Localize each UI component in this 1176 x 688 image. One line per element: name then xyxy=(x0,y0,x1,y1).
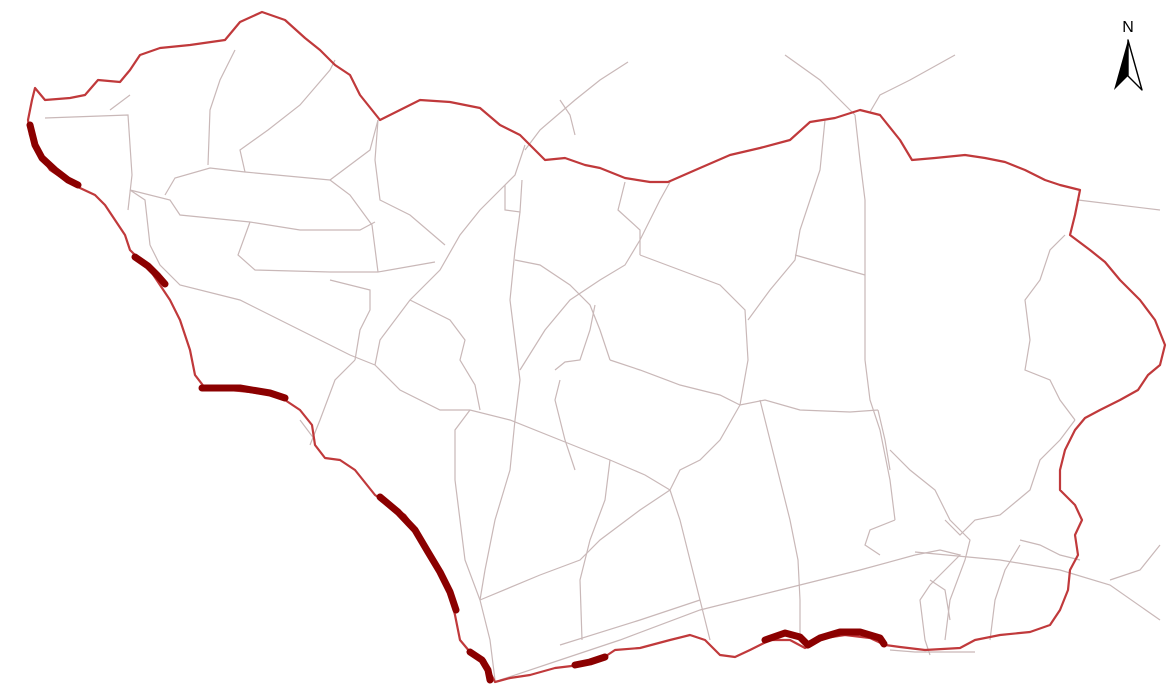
road xyxy=(499,554,916,681)
coast-segment xyxy=(761,628,888,649)
road-network xyxy=(44,49,1161,681)
road xyxy=(44,114,133,211)
road xyxy=(914,551,1161,621)
road xyxy=(509,211,521,421)
road xyxy=(164,167,331,196)
road xyxy=(617,181,641,255)
road xyxy=(929,579,951,621)
coast-segment xyxy=(198,384,289,402)
road xyxy=(504,179,523,213)
road xyxy=(854,114,896,521)
road xyxy=(877,409,891,471)
road xyxy=(409,299,481,411)
road xyxy=(759,399,801,640)
road xyxy=(329,279,371,361)
road xyxy=(989,544,1021,641)
road xyxy=(864,519,896,556)
coast-segment xyxy=(571,653,609,669)
road xyxy=(1019,539,1081,561)
road xyxy=(129,189,251,223)
north-arrow: N xyxy=(1114,19,1143,91)
road xyxy=(579,459,611,641)
region-boundary xyxy=(26,10,1167,684)
road xyxy=(554,379,576,471)
coastal-highlights xyxy=(26,121,888,684)
road xyxy=(299,419,316,441)
compass-label: N xyxy=(1122,19,1134,36)
road xyxy=(514,259,611,361)
road xyxy=(374,364,671,491)
road xyxy=(249,221,376,231)
road xyxy=(1024,234,1076,421)
road xyxy=(207,49,236,166)
road xyxy=(747,119,826,321)
coast-segment xyxy=(26,121,82,189)
road xyxy=(519,181,671,371)
road xyxy=(944,419,1076,536)
road xyxy=(559,99,576,136)
road xyxy=(329,179,379,273)
road xyxy=(914,549,962,656)
road xyxy=(479,419,516,601)
road xyxy=(1109,544,1161,581)
road xyxy=(129,189,151,246)
road xyxy=(109,94,131,111)
road xyxy=(309,359,356,446)
road xyxy=(1077,199,1161,211)
north-arrow-outline xyxy=(1127,39,1143,91)
road xyxy=(784,54,856,116)
road xyxy=(609,359,879,413)
road xyxy=(889,449,971,641)
road xyxy=(479,489,671,601)
coast-segment xyxy=(131,253,169,288)
road xyxy=(554,304,596,371)
road xyxy=(889,649,975,653)
road xyxy=(869,54,956,113)
road xyxy=(669,404,741,641)
road xyxy=(524,61,629,151)
road xyxy=(374,144,526,366)
road xyxy=(149,244,376,366)
coast-segment xyxy=(376,493,460,614)
road xyxy=(239,59,336,173)
road xyxy=(329,119,379,181)
road xyxy=(454,409,496,681)
north-arrow-icon xyxy=(1114,40,1128,90)
road xyxy=(237,221,436,273)
road xyxy=(374,119,446,246)
road xyxy=(794,254,866,276)
coast-segment xyxy=(466,648,494,684)
road xyxy=(639,254,749,406)
road xyxy=(559,599,701,646)
